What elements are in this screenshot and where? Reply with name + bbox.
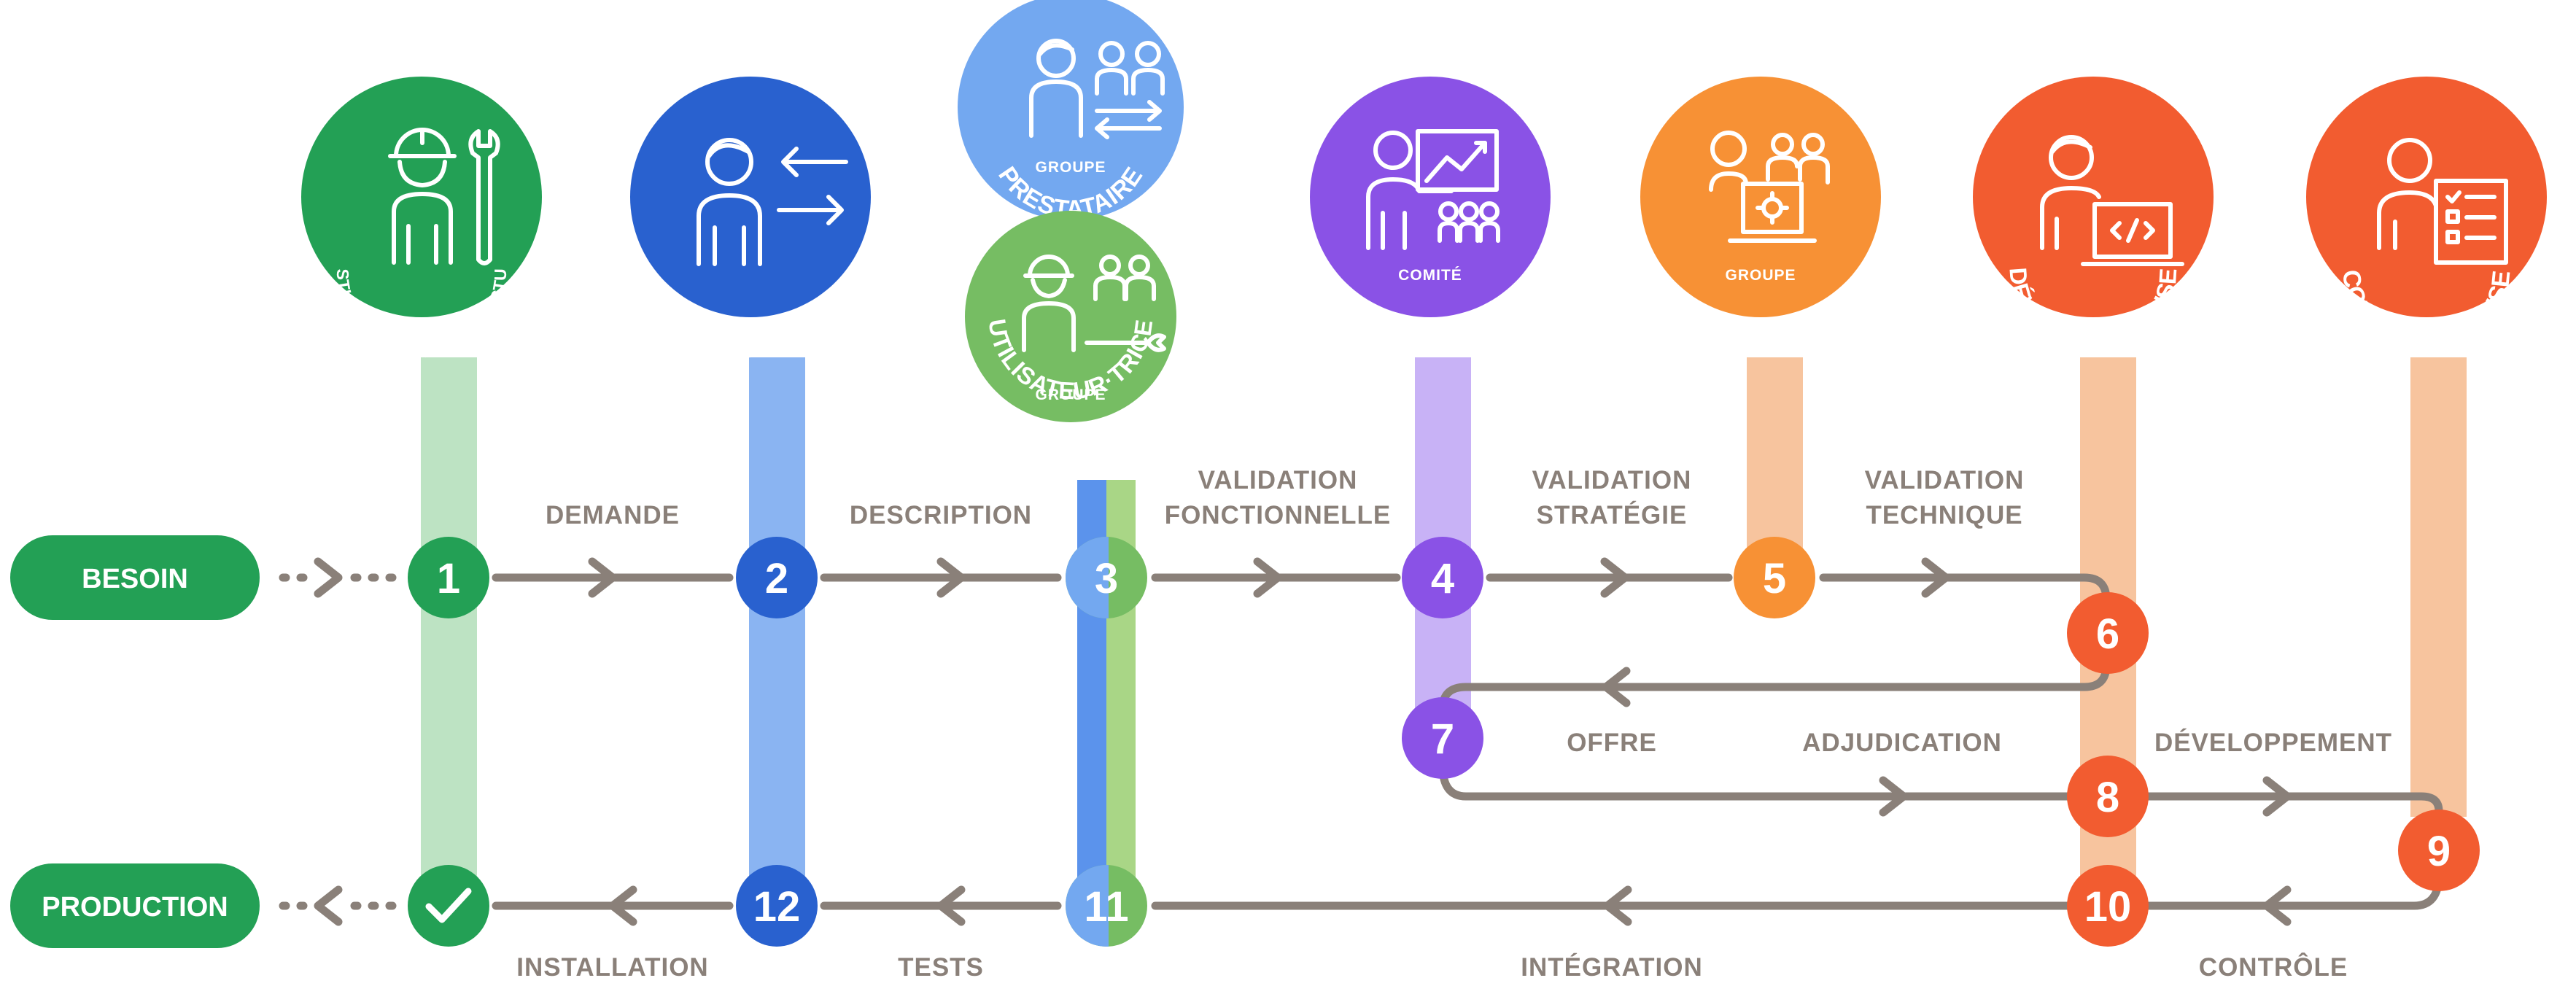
group-laptop-gear-icon — [1709, 131, 1830, 243]
label-validation-fonctionnelle-1: VALIDATION — [1198, 466, 1358, 494]
step-3: 3 — [1066, 537, 1147, 618]
label-demande: DEMANDE — [546, 501, 680, 529]
role-sub-label: COMITÉ — [1398, 267, 1462, 284]
role-groupe-technique: GROUPE TECHNIQUE — [1640, 77, 1881, 359]
role-sub-label: GROUPE — [1725, 267, 1796, 284]
role-groupe-utilisateur: GROUPE UTILISATEUR·TRICE — [965, 211, 1176, 422]
group-exchange-icon — [1029, 39, 1165, 139]
label-validation-technique-2: TECHNIQUE — [1866, 501, 2022, 529]
lane-bar-prestataire — [749, 357, 805, 904]
label-validation-technique-1: VALIDATION — [1865, 466, 2025, 494]
svg-text:1: 1 — [437, 555, 460, 602]
step-2: 2 — [736, 537, 818, 618]
label-adjudication: ADJUDICATION — [1802, 729, 2002, 757]
production-pill: PRODUCTION — [10, 863, 260, 948]
svg-text:7: 7 — [1431, 715, 1454, 763]
role-gestionnaire-infrastructure: GESTIONNAIRE D'INFRASTRUCTURE — [0, 0, 542, 361]
label-validation-fonctionnelle-2: FONCTIONNELLE — [1165, 501, 1391, 529]
step-4: 4 — [1402, 537, 1483, 618]
label-description: DESCRIPTION — [850, 501, 1032, 529]
label-integration: INTÉGRATION — [1521, 952, 1703, 982]
besoin-label: BESOIN — [82, 564, 188, 594]
label-tests: TESTS — [898, 953, 984, 982]
svg-text:9: 9 — [2427, 828, 2451, 875]
svg-text:6: 6 — [2096, 610, 2119, 658]
step-6: 6 — [2067, 592, 2149, 674]
role-comite-directeur: COMITÉ DIRECTEUR — [1310, 77, 1551, 361]
svg-text:2: 2 — [765, 555, 788, 602]
label-validation-strategie-1: VALIDATION — [1532, 466, 1692, 494]
lane-bar-controleur — [2410, 357, 2467, 817]
person-exchange-arrows-icon — [697, 138, 848, 266]
production-label: PRODUCTION — [42, 892, 228, 923]
role-controleur: CONTRÔLEUR·EUSE — [2306, 77, 2547, 361]
step-1: 1 — [408, 537, 489, 618]
label-developpement: DÉVELOPPEMENT — [2154, 728, 2392, 757]
label-validation-strategie-2: STRATÉGIE — [1537, 500, 1688, 529]
svg-text:4: 4 — [1431, 555, 1454, 602]
presentation-board-icon — [1366, 129, 1500, 250]
role-groupe-prestataire: GROUPE PRESTATAIRE — [958, 0, 1184, 223]
engineer-with-wrench-icon — [388, 128, 500, 265]
role-sub-label: GROUPE — [1035, 159, 1106, 176]
label-controle: CONTRÔLE — [2199, 952, 2348, 982]
checkmark-icon — [425, 888, 472, 923]
step-7: 7 — [1402, 697, 1483, 779]
developer-laptop-code-icon — [2040, 135, 2184, 266]
step-9: 9 — [2398, 810, 2480, 891]
label-offre: OFFRE — [1567, 729, 1657, 757]
step-done — [408, 865, 489, 947]
engineer-group-wrench-icon — [1022, 255, 1166, 352]
step-12: 12 — [736, 865, 818, 947]
svg-text:11: 11 — [1084, 883, 1128, 931]
step-10: 10 — [2067, 865, 2149, 947]
step-5: 5 — [1734, 537, 1815, 618]
svg-text:5: 5 — [1763, 555, 1786, 602]
role-sub-label: GROUPE — [1035, 387, 1106, 403]
svg-text:12: 12 — [753, 883, 801, 931]
flow-lines — [279, 557, 2443, 926]
label-installation: INSTALLATION — [516, 953, 708, 982]
role-developpeur: DÉVELOPPEUR·EUSE — [1973, 77, 2214, 360]
role-prestataire: PRESTATAIRE — [630, 77, 871, 363]
controller-checklist-icon — [2377, 138, 2508, 265]
besoin-pill: BESOIN — [10, 535, 260, 620]
svg-text:10: 10 — [2084, 883, 2132, 931]
svg-text:3: 3 — [1095, 555, 1118, 602]
svg-text:8: 8 — [2096, 774, 2119, 821]
edge-labels: DEMANDE DESCRIPTION VALIDATION FONCTIONN… — [516, 466, 2392, 982]
step-11: 11 — [1066, 865, 1147, 947]
lane-bar-infrastructure — [421, 357, 477, 904]
step-8: 8 — [2067, 756, 2149, 837]
